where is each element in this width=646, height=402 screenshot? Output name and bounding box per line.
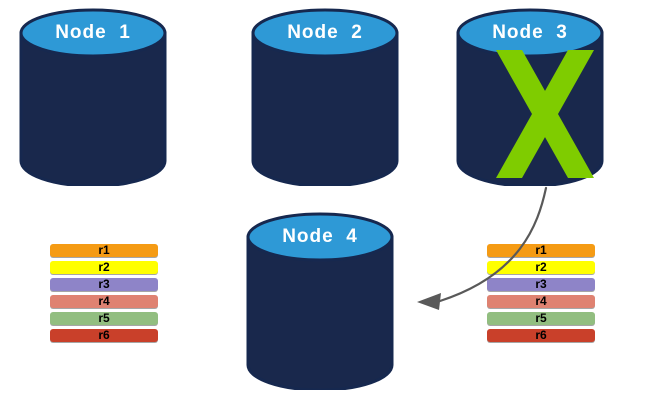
row-r4[interactable]: r4: [50, 295, 158, 308]
cylinder-shape-2: [251, 8, 399, 186]
row-label-r3: r3: [535, 277, 547, 291]
row-label-r6: r6: [98, 328, 110, 342]
row-label-r3: r3: [98, 277, 110, 291]
row-r3[interactable]: r3: [487, 278, 595, 291]
row-r3[interactable]: r3: [50, 278, 158, 291]
row-r4[interactable]: r4: [487, 295, 595, 308]
row-r5[interactable]: r5: [487, 312, 595, 325]
node-3-cylinder[interactable]: Node 3 r1 r2 r3 r4 r5 r6: [455, 8, 605, 342]
row-label-r5: r5: [98, 311, 110, 325]
row-label-r1: r1: [98, 243, 110, 257]
row-r1[interactable]: r1: [50, 244, 158, 257]
row-r2[interactable]: r2: [50, 261, 158, 274]
arrow-head-icon: [417, 293, 441, 310]
cylinder-shape-1: [19, 8, 167, 186]
row-label-r6: r6: [535, 328, 547, 342]
row-label-r2: r2: [98, 260, 110, 274]
node-4-cylinder[interactable]: Node 4 r1 r2 r3 r4 r5 r6: [245, 212, 395, 390]
node-2-cylinder[interactable]: Node 2 r1 r2 r3 r4 r5 r6: [250, 8, 400, 342]
node-1-cylinder[interactable]: Node 1 r1 r2 r3 r4 r5 r6: [18, 8, 168, 342]
row-label-r2: r2: [535, 260, 547, 274]
cylinder-shape-4: [246, 212, 394, 390]
row-r6[interactable]: r6: [487, 329, 595, 342]
row-r5[interactable]: r5: [50, 312, 158, 325]
row-r1[interactable]: r1: [487, 244, 595, 257]
cylinder-shape-3: [456, 8, 604, 186]
row-label-r5: r5: [535, 311, 547, 325]
row-label-r4: r4: [535, 294, 547, 308]
row-label-r4: r4: [98, 294, 110, 308]
row-r2[interactable]: r2: [487, 261, 595, 274]
row-label-r1: r1: [535, 243, 547, 257]
row-r6[interactable]: r6: [50, 329, 158, 342]
